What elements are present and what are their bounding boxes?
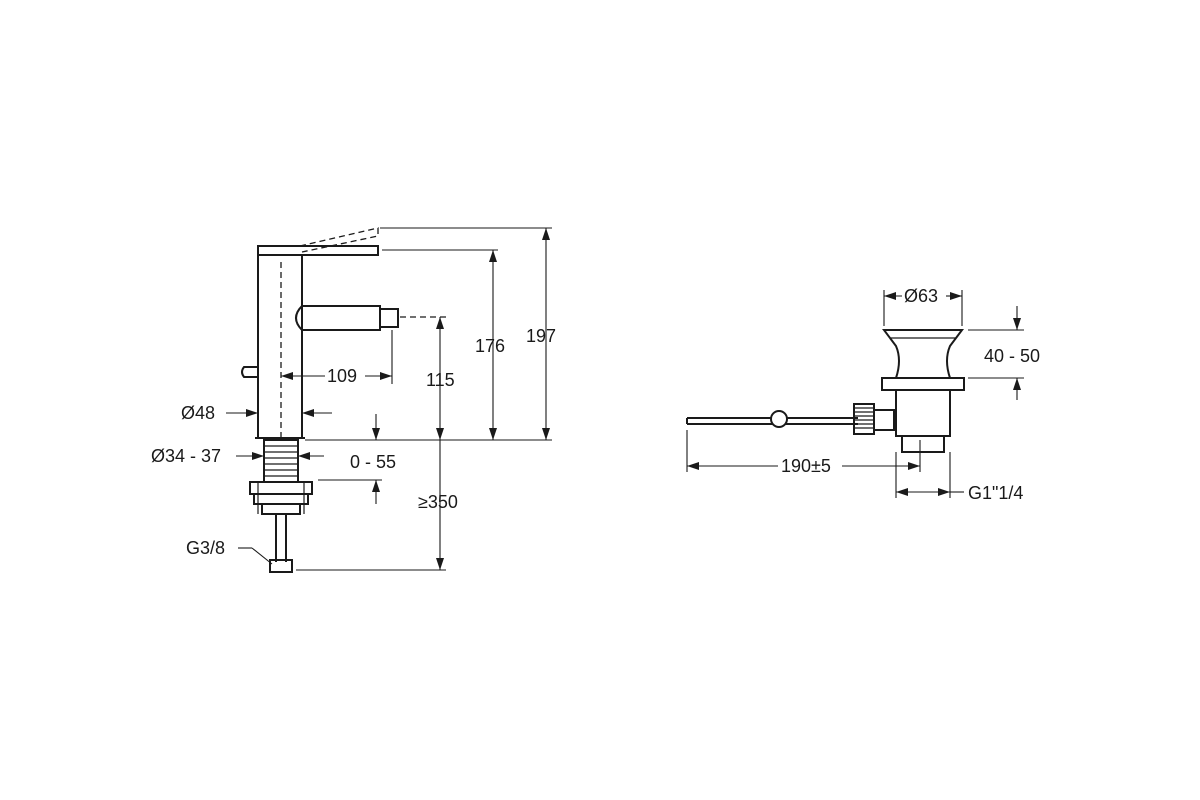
dim-height-115: 115 — [426, 370, 455, 390]
dim-deck-thickness-0-55: 0 - 55 — [350, 452, 396, 472]
knurled-nut — [853, 403, 875, 435]
waste-lock-nut — [881, 377, 965, 391]
popup-waste-side-view — [686, 329, 965, 453]
popup-rod-knob — [241, 366, 258, 378]
waste-body — [895, 389, 951, 437]
hose-connector-g38 — [269, 559, 293, 573]
mixer-lever-raised — [299, 227, 379, 253]
threaded-shank — [263, 439, 299, 483]
mixer-spout — [302, 305, 381, 331]
dim-height-197: 197 — [526, 326, 556, 346]
dim-flange-diameter-63: Ø63 — [904, 286, 938, 306]
waste-dimensions: Ø63 40 - 50 190±5 G1"1/4 — [686, 286, 1040, 503]
waste-outlet — [901, 435, 945, 453]
label-thread-g1-1-4: G1"1/4 — [968, 483, 1023, 503]
mixer-body — [257, 254, 303, 439]
waste-flange — [882, 329, 964, 379]
dim-hole-diameter-34-37: Ø34 - 37 — [151, 446, 221, 466]
dim-hose-length-350: ≥350 — [418, 492, 458, 512]
mixer-spout-nozzle — [379, 308, 399, 328]
dim-clamping-range-40-50: 40 - 50 — [984, 346, 1040, 366]
fixing-nut — [249, 481, 313, 515]
rod-ball-joint — [770, 410, 788, 428]
mixer-side-view — [241, 227, 399, 573]
label-thread-g38: G3/8 — [186, 538, 225, 558]
dim-height-176: 176 — [475, 336, 505, 356]
dim-spout-reach-109: 109 — [327, 366, 357, 386]
dim-rod-length-190: 190±5 — [781, 456, 831, 476]
mixer-lever — [257, 245, 379, 256]
dim-body-diameter-48: Ø48 — [181, 403, 215, 423]
mixer-dimensions: 197 176 115 109 Ø48 Ø34 - 37 — [151, 227, 556, 571]
